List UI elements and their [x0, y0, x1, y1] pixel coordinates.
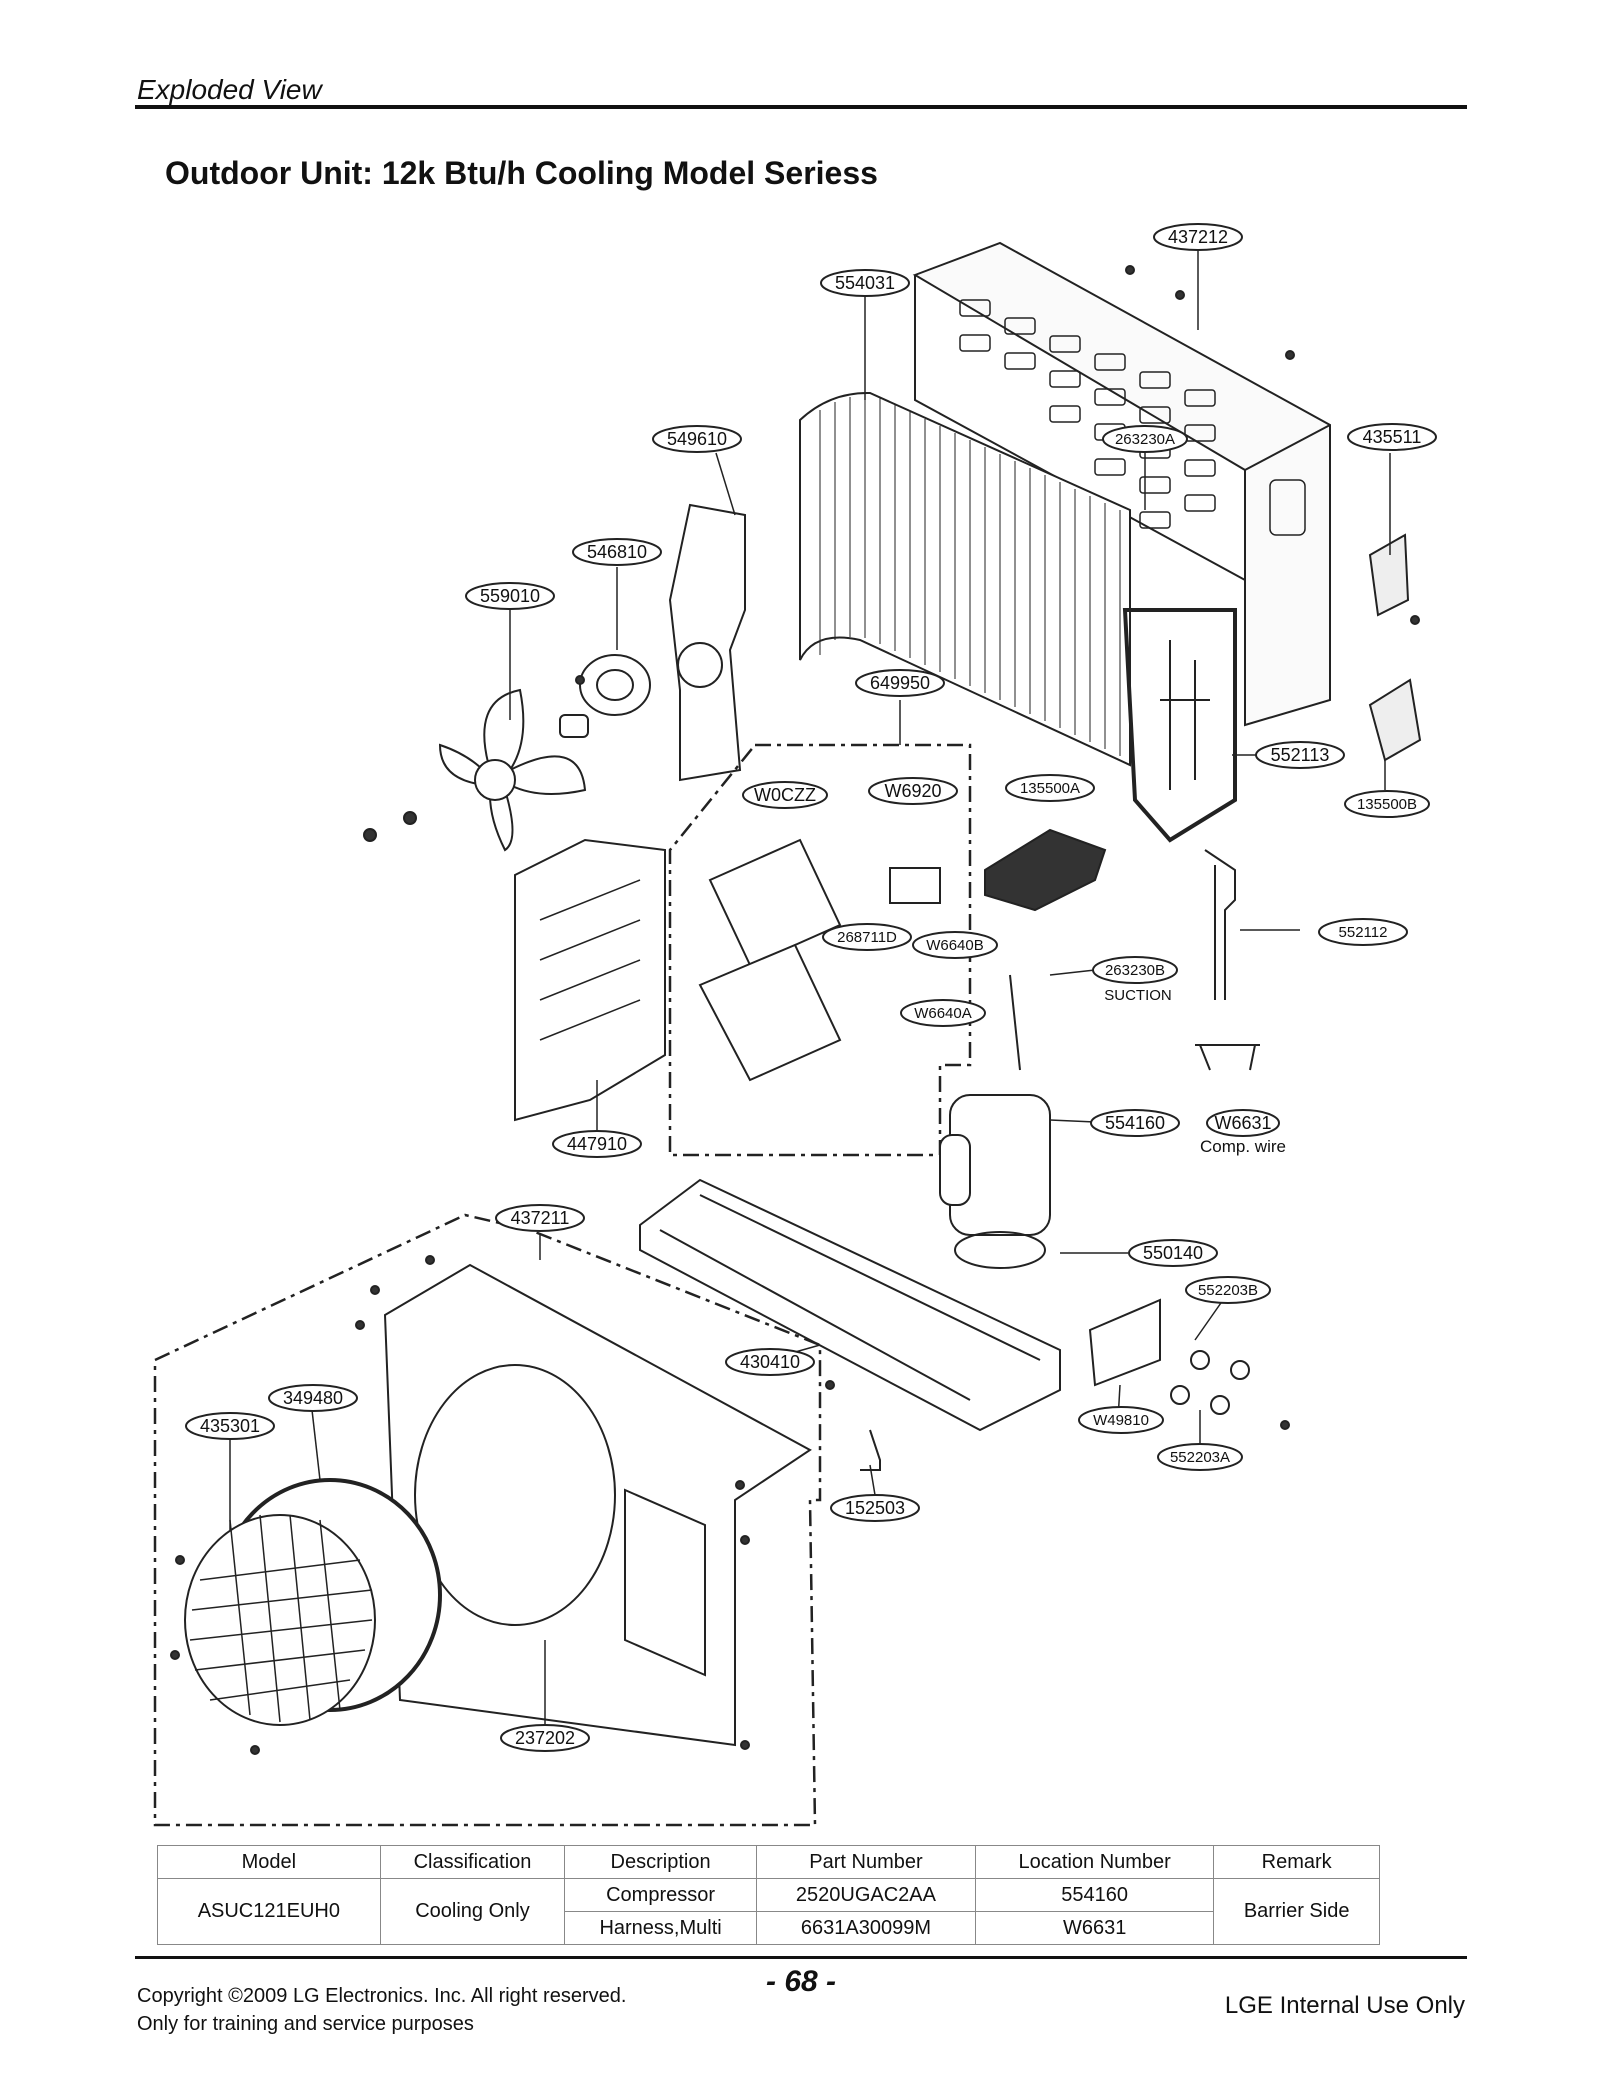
callout-w6631: W6631 [1214, 1113, 1271, 1133]
callout-552112: 552112 [1339, 924, 1388, 941]
copyright-line-1: Copyright ©2009 LG Electronics. Inc. All… [137, 1985, 627, 2007]
callout-labels: 437212 554031 549610 263230A 435511 5468… [200, 227, 1421, 1748]
callout-w6640b: W6640B [926, 937, 984, 954]
header-part-number: Part Number [755, 1845, 977, 1879]
cell-part-number: 2520UGAC2AA [755, 1878, 977, 1912]
cell-location: 554160 [975, 1878, 1215, 1912]
callout-w0czz: W0CZZ [754, 785, 816, 805]
callout-559010: 559010 [480, 586, 540, 606]
callout-435511: 435511 [1363, 427, 1422, 447]
service-valves [1170, 1350, 1250, 1415]
callout-135500a: 135500A [1020, 780, 1080, 797]
callout-w6920: W6920 [884, 781, 941, 801]
grille [184, 1514, 376, 1726]
motor-bracket [668, 503, 746, 782]
valve-assembly-outline [1122, 608, 1237, 843]
cell-location: W6631 [975, 1911, 1215, 1945]
diagram-artwork [153, 241, 1422, 1827]
base-pan [639, 1178, 1061, 1432]
cell-remark: Barrier Side [1213, 1878, 1380, 1945]
pcb-assembly [698, 838, 941, 1082]
rear-cabinet [912, 241, 1331, 727]
table-row: ASUC121EUH0 Cooling Only Compressor 2520… [157, 1878, 1380, 1945]
copyright: Copyright ©2009 LG Electronics. Inc. All… [137, 1982, 626, 2038]
callout-263230b: 263230B [1105, 962, 1165, 979]
callout-437211: 437211 [511, 1208, 570, 1228]
header-rule [135, 105, 1467, 109]
callout-152503: 152503 [845, 1498, 905, 1518]
control-box-outline [668, 743, 972, 1157]
terminal-block [984, 828, 1107, 912]
propeller-fan [438, 688, 587, 852]
cell-part-number: 6631A30099M [755, 1911, 977, 1945]
condenser-coil [799, 391, 1131, 767]
callout-447910: 447910 [567, 1134, 627, 1154]
parts-table: Model Classification Description Part Nu… [157, 1845, 1380, 1945]
parts-table-header-row: Model Classification Description Part Nu… [157, 1845, 1380, 1879]
callout-649950: 649950 [870, 673, 930, 693]
side-panel [1088, 1298, 1161, 1387]
callout-435301: 435301 [200, 1416, 260, 1436]
callout-546810: 546810 [587, 542, 647, 562]
callout-263230a: 263230A [1115, 431, 1175, 448]
header-classification: Classification [379, 1845, 566, 1879]
cell-description: Harness,Multi [564, 1911, 757, 1945]
header-model: Model [157, 1845, 381, 1879]
page-title: Outdoor Unit: 12k Btu/h Cooling Model Se… [165, 155, 878, 191]
callout-135500b: 135500B [1357, 796, 1417, 813]
callout-550140: 550140 [1143, 1243, 1203, 1263]
footer-rule [135, 1956, 1467, 1959]
section-title: Exploded View [137, 74, 322, 105]
callout-437212: 437212 [1168, 227, 1228, 247]
callout-554160: 554160 [1105, 1113, 1165, 1133]
note-suction: SUCTION [1104, 987, 1172, 1004]
front-panel [383, 1263, 812, 1747]
internal-use-notice: LGE Internal Use Only [1224, 1992, 1465, 2019]
callout-w6640a: W6640A [914, 1005, 972, 1022]
cell-description: Compressor [564, 1878, 757, 1912]
callout-552203b: 552203B [1198, 1282, 1258, 1299]
callout-237202: 237202 [515, 1728, 575, 1748]
compressor [939, 1094, 1051, 1269]
cell-model: ASUC121EUH0 [157, 1878, 381, 1945]
callout-268711d: 268711D [837, 929, 897, 946]
callout-554031: 554031 [835, 273, 895, 293]
callout-549610: 549610 [667, 429, 727, 449]
note-comp-wire: Comp. wire [1200, 1137, 1286, 1156]
table-row: Harness,Multi 6631A30099M W6631 [158, 1911, 1380, 1945]
fan-motor [559, 654, 651, 738]
callout-w49810: W49810 [1093, 1412, 1149, 1429]
screws [170, 265, 1420, 1755]
drain-elbow [860, 1429, 881, 1471]
terminal-cover [1368, 678, 1422, 762]
page-number: - 68 - [766, 1965, 837, 1998]
side-cover [1368, 533, 1410, 617]
callout-552203a: 552203A [1170, 1449, 1230, 1466]
callout-430410: 430410 [740, 1352, 800, 1372]
callout-349480: 349480 [283, 1388, 343, 1408]
front-cabinet-outline [153, 1213, 822, 1827]
header-description: Description [564, 1845, 757, 1879]
copyright-line-2: Only for training and service purposes [137, 2013, 474, 2035]
callouts [185, 223, 1437, 1752]
header-remark: Remark [1213, 1845, 1380, 1879]
comp-wire [1195, 1044, 1260, 1071]
suction-pipe [1204, 849, 1236, 1000]
callout-552113: 552113 [1271, 745, 1330, 765]
header-location-number: Location Number [975, 1845, 1215, 1879]
cell-classification: Cooling Only [379, 1878, 566, 1945]
